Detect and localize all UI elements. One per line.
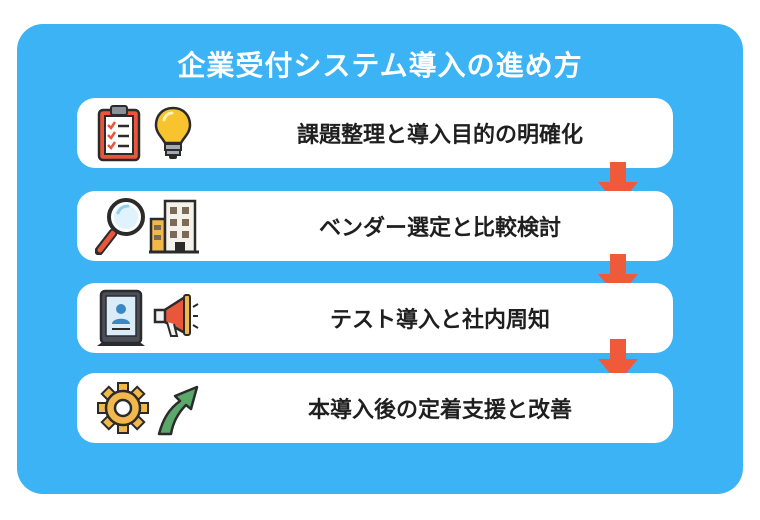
- step-4-icons: [95, 379, 203, 437]
- step-2-icons: [95, 197, 203, 255]
- step-3-icons: [95, 289, 203, 347]
- step-label-1: 課題整理と導入目的の明確化: [296, 123, 583, 148]
- megaphone-icon: [153, 294, 199, 337]
- step-card-4: 本導入後の定着支援と改善: [77, 373, 673, 443]
- step-label-3: テスト導入と社内周知: [329, 308, 550, 333]
- step-card-2: ベンダー選定と比較検討: [77, 191, 673, 261]
- gear-icon: [97, 382, 149, 434]
- flow-arrow-2: [598, 254, 638, 298]
- page-title: 企業受付システム導入の進め方: [177, 49, 583, 82]
- office-building-icon: [149, 199, 199, 254]
- growth-arrow-icon: [157, 385, 199, 436]
- tablet-profile-icon: [97, 289, 145, 346]
- flow-arrow-3: [598, 339, 638, 383]
- magnifying-glass-icon: [95, 198, 145, 255]
- clipboard-checklist-icon: [97, 105, 141, 162]
- lightbulb-icon: [154, 106, 192, 159]
- flow-arrow-1: [598, 162, 638, 206]
- step-card-3: テスト導入と社内周知: [77, 283, 673, 353]
- step-label-4: 本導入後の定着支援と改善: [307, 398, 572, 423]
- step-card-1: 課題整理と導入目的の明確化: [77, 98, 673, 168]
- step-1-icons: [95, 104, 203, 162]
- step-label-2: ベンダー選定と比較検討: [318, 216, 561, 241]
